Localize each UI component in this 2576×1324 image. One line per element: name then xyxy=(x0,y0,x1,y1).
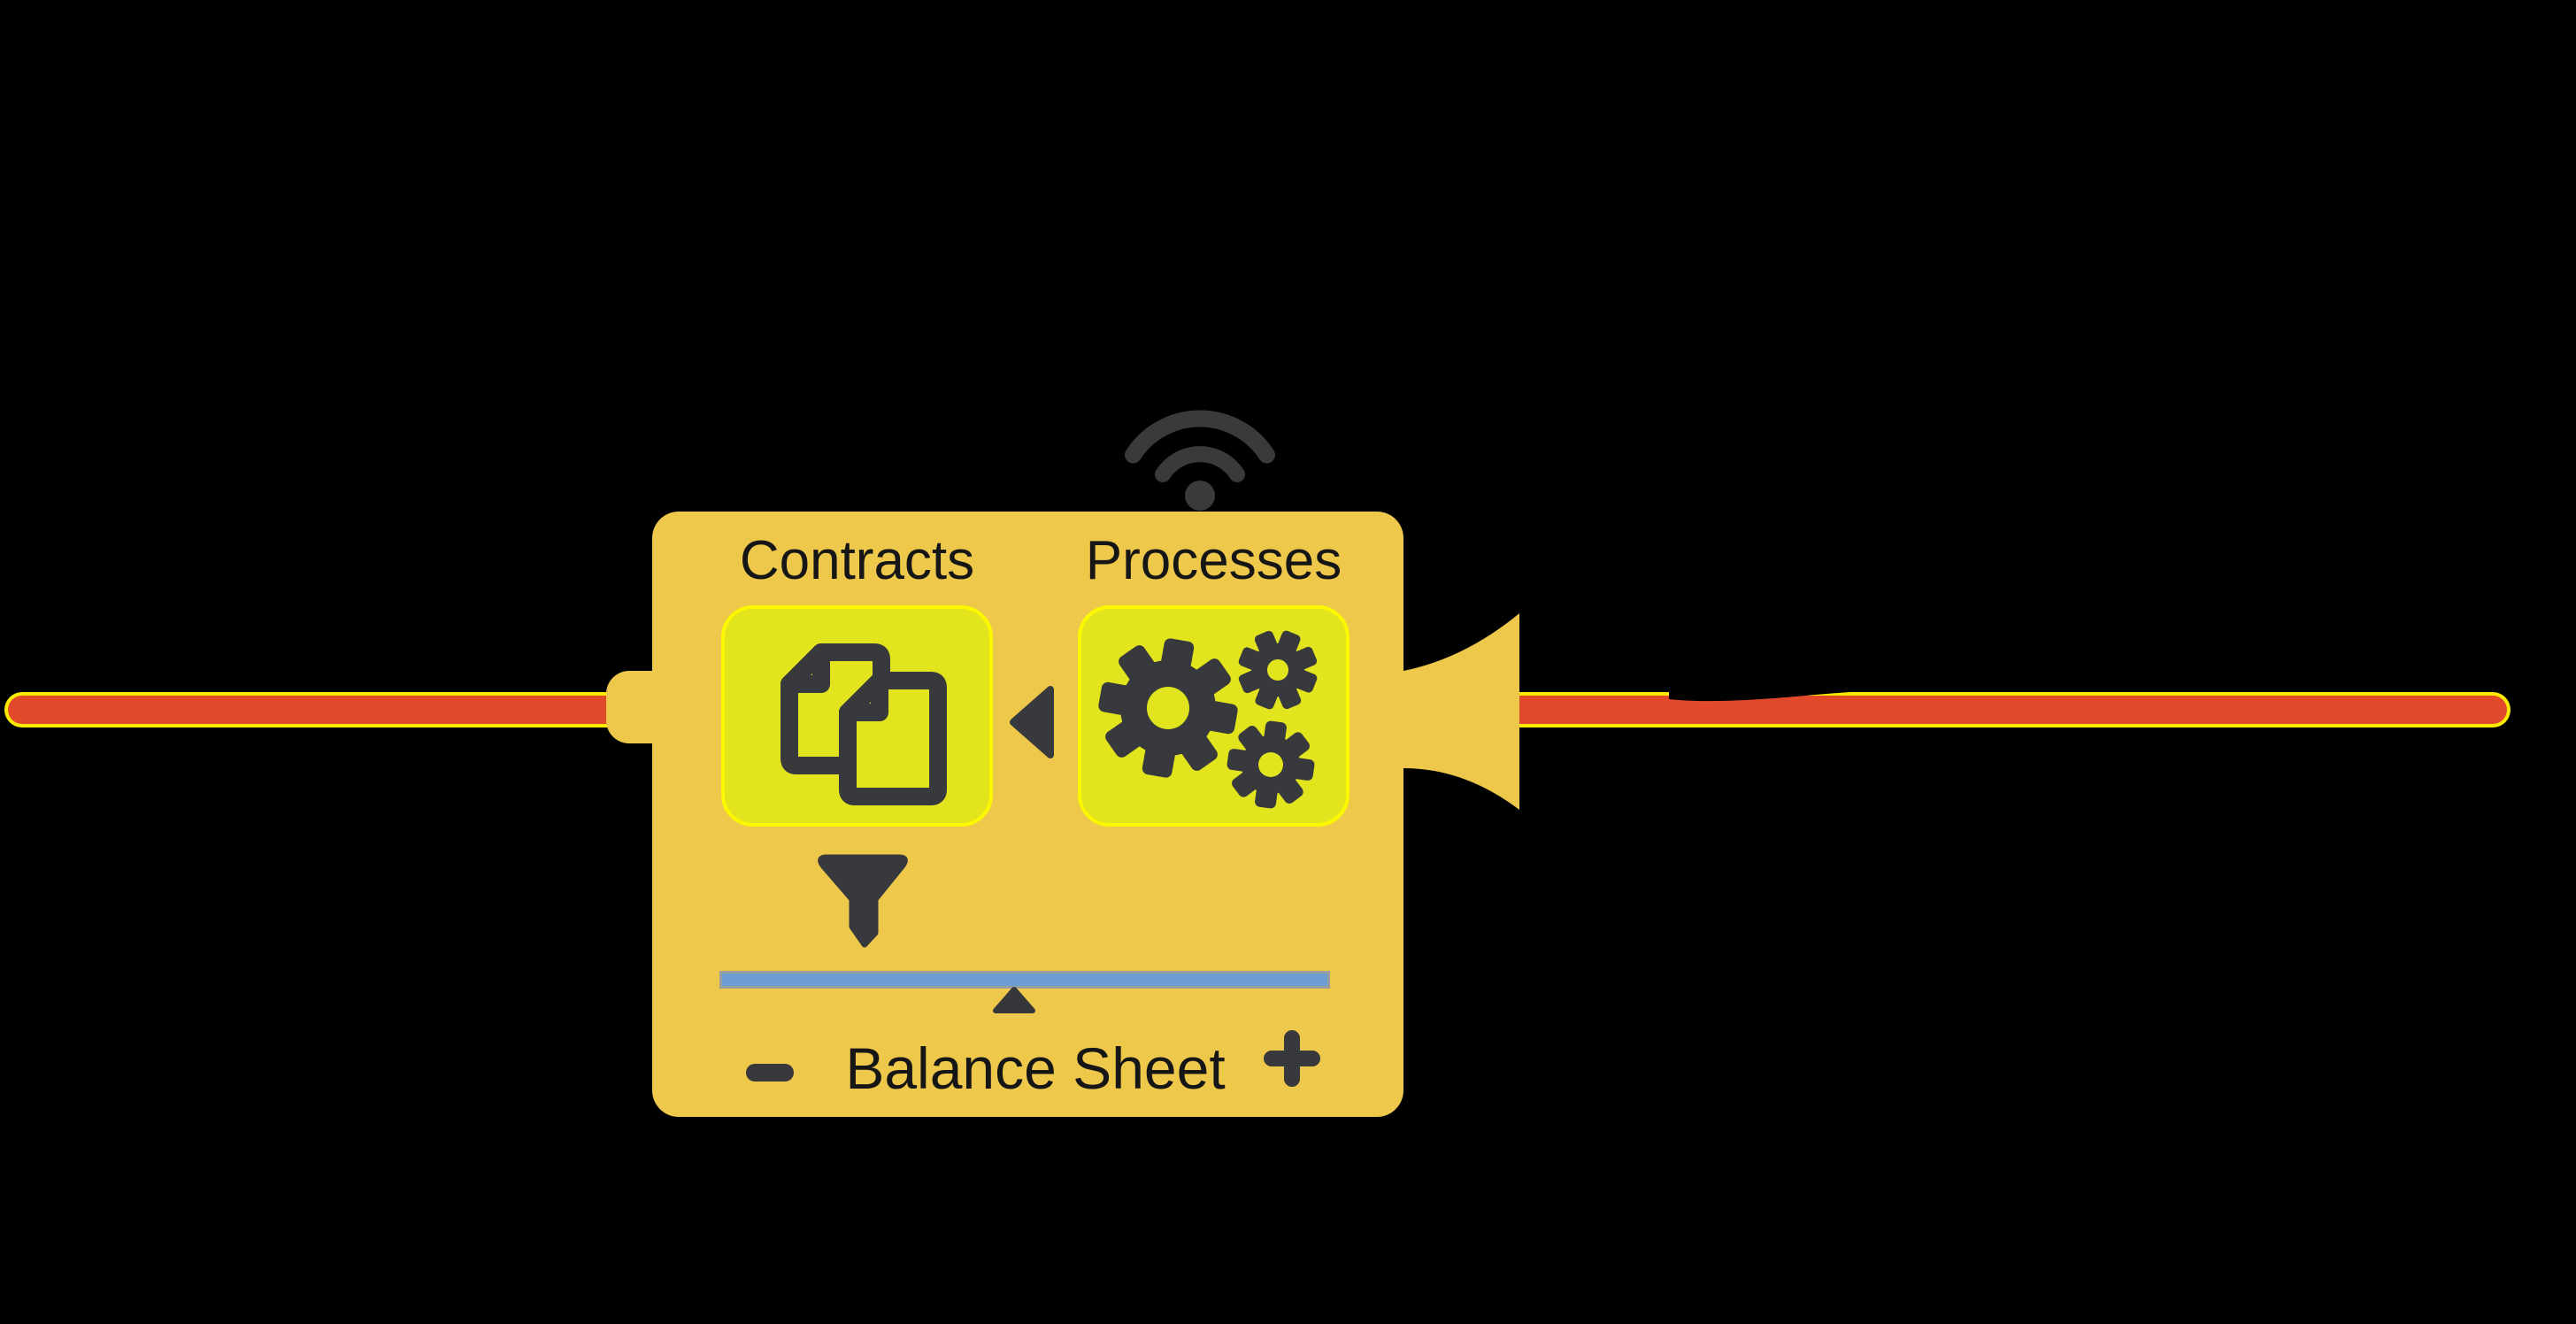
plus-icon xyxy=(1284,1030,1300,1087)
slider-pointer-icon[interactable] xyxy=(993,987,1035,1013)
contracts-box[interactable] xyxy=(721,605,993,827)
plus-button[interactable] xyxy=(1264,1030,1320,1087)
balance-sheet-label: Balance Sheet xyxy=(845,1035,1226,1101)
output-horn-shape xyxy=(1403,613,1519,810)
processes-box[interactable] xyxy=(1078,605,1350,827)
wifi-icon xyxy=(1125,410,1275,511)
minus-button[interactable] xyxy=(746,1064,794,1082)
panel-left-connector xyxy=(606,671,656,743)
contracts-label: Contracts xyxy=(739,530,975,591)
processes-label: Processes xyxy=(1085,530,1342,591)
timeline-left-segment xyxy=(4,692,630,727)
slider-track[interactable] xyxy=(719,971,1330,989)
timeline-right-segment xyxy=(1519,692,2511,727)
